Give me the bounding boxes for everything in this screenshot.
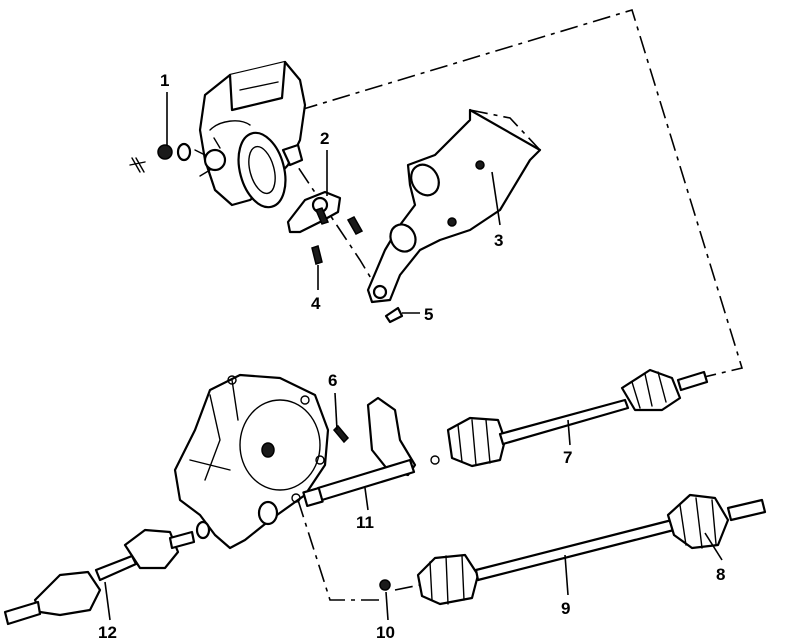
callout-9: 9 [561, 599, 570, 618]
callout-8: 8 [716, 565, 725, 584]
left-stub-axle [726, 498, 767, 522]
guide-line-transaxle-to-clip [297, 499, 380, 601]
left-outer-cv-boot [666, 493, 730, 550]
intermediate-bracket [366, 396, 417, 477]
guide-line-hub-to-shaft [299, 9, 744, 379]
axle-nut-group [129, 142, 192, 173]
arm-front-bushing [410, 163, 440, 197]
callout-3: 3 [494, 231, 503, 250]
assembly-guide-lines [279, 9, 744, 601]
steering-knuckle [194, 60, 307, 209]
callout-7: 7 [563, 448, 572, 467]
lower-left-drive-shaft [3, 520, 211, 626]
guide-line-hub-to-arm [279, 139, 379, 291]
bolt-a [346, 216, 364, 235]
callouts: 1 2 3 4 5 6 7 8 9 10 11 12 [98, 71, 725, 642]
snap-ring [379, 579, 391, 591]
callout-11: 11 [356, 513, 374, 532]
callout-5: 5 [424, 305, 433, 324]
ball-joint [286, 190, 342, 234]
arm-rear-bushing [389, 223, 417, 253]
callout-1: 1 [160, 71, 169, 90]
arm-clip [384, 306, 404, 324]
callout-2: 2 [320, 129, 329, 148]
axle-nut [157, 144, 173, 160]
callout-10: 10 [376, 623, 395, 642]
intermediate-shaft [302, 396, 440, 508]
bracket-bolt [332, 424, 350, 444]
hub-flange [203, 148, 227, 172]
housing-face [239, 399, 321, 491]
cotter-pin [129, 157, 146, 173]
bolts [311, 216, 364, 265]
stub-axle [676, 370, 709, 392]
left12-washer [195, 520, 211, 540]
housing-output-seal [257, 500, 279, 526]
lower-control-arm [366, 108, 542, 304]
washer [176, 142, 192, 162]
left-drive-shaft [416, 493, 767, 606]
left12-inner-boot [123, 528, 180, 570]
right-drive-shaft [446, 368, 709, 468]
left-shaft-bar [474, 518, 676, 582]
shaft-bar [498, 398, 630, 446]
leader-lines [104, 92, 723, 621]
callout-4: 4 [311, 294, 321, 313]
callout-12: 12 [98, 623, 117, 642]
left12-outer-boot [33, 570, 102, 617]
bolt-b [311, 245, 323, 265]
transaxle-housing [173, 373, 330, 550]
inner-cv-boot [446, 416, 507, 468]
guide-line-clip-to-shaft [394, 584, 421, 591]
callout-6: 6 [328, 371, 337, 390]
